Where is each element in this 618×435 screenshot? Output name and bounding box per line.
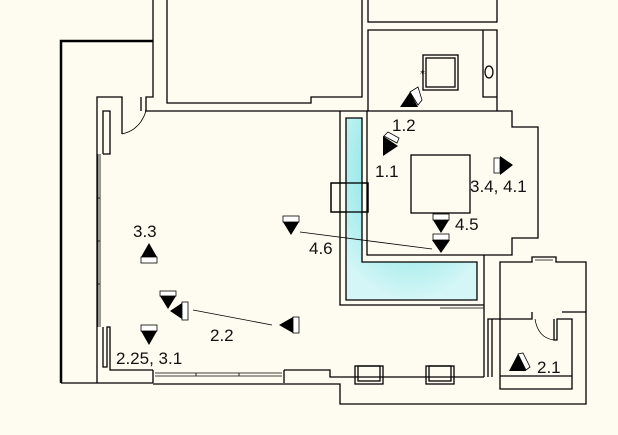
marker-2-2-b: [170, 301, 189, 321]
label-4-5: 4.5: [455, 215, 479, 234]
bathroom: *: [367, 0, 498, 111]
marker-1-1: [383, 131, 400, 156]
marker-4-5: [432, 213, 450, 233]
label-2-1: 2.1: [537, 358, 561, 377]
pool: [345, 117, 478, 301]
marker-2-2-a: [159, 290, 177, 309]
label-1-2: 1.2: [392, 116, 416, 135]
jacuzzi: [410, 154, 471, 214]
walls: [96, 0, 587, 405]
exterior-wall: [59, 39, 153, 384]
marker-2-25-3-1: [140, 324, 158, 345]
label-3-4-4-1: 3.4, 4.1: [470, 177, 527, 196]
label-3-3: 3.3: [133, 222, 157, 241]
label-4-6: 4.6: [309, 239, 333, 258]
marker-3-4-4-1: [493, 156, 513, 175]
toilet-icon: [484, 65, 494, 79]
shower-tray: [422, 54, 459, 91]
marker-1-2: [400, 86, 423, 107]
label-2-25-3-1: 2.25, 3.1: [116, 349, 182, 368]
label-1-1: 1.1: [375, 162, 399, 181]
label-2-2: 2.2: [210, 326, 234, 345]
marker-4-6-pool: [432, 233, 450, 253]
marker-2-1: [509, 352, 531, 371]
marker-3-3: [140, 243, 158, 264]
marker-4-6: [282, 215, 300, 235]
svg-text:*: *: [420, 69, 425, 80]
leader-line-4-6: [299, 231, 433, 250]
leader-line-2-2: [192, 309, 273, 326]
right-rooms: [487, 256, 587, 390]
pool-room: [330, 110, 539, 377]
marker-2-2-c: [279, 316, 300, 334]
